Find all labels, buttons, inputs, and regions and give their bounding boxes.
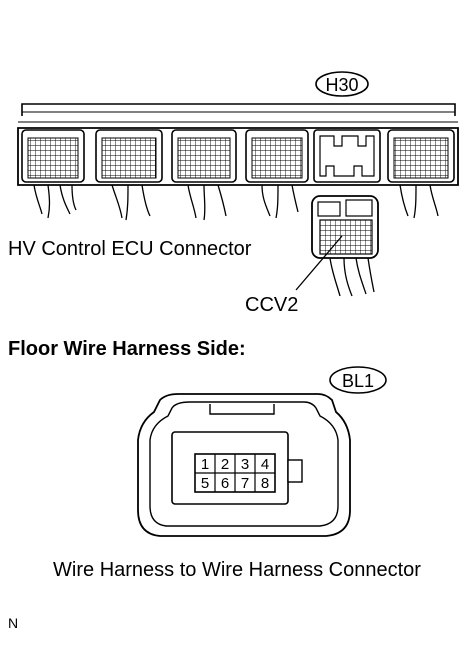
ecu-connector-3 (171, 129, 237, 183)
floor-side-heading: Floor Wire Harness Side: (8, 338, 246, 360)
bl1-pin-grid: 1 2 3 4 5 6 7 8 (194, 453, 276, 493)
ecu-connector-2 (95, 129, 163, 183)
connector-caption: Wire Harness to Wire Harness Connector (53, 559, 421, 581)
bl1-label: BL1 (342, 371, 374, 391)
ecu-housing (17, 103, 459, 186)
pin-6: 6 (221, 475, 229, 492)
bl1-badge: BL1 (329, 366, 387, 394)
ccv2-label: CCV2 (245, 294, 298, 316)
pin-8: 8 (261, 475, 269, 492)
hv-ecu-label: HV Control ECU Connector (8, 238, 252, 260)
pin-1: 1 (201, 456, 209, 473)
pin-7: 7 (241, 475, 249, 492)
pin-2: 2 (221, 456, 229, 473)
pin-5: 5 (201, 475, 209, 492)
ccv2-wires (329, 257, 375, 297)
ecu-connector-1 (21, 129, 85, 183)
pin-3: 3 (241, 456, 249, 473)
corner-mark: N (8, 615, 18, 631)
h30-badge: H30 (315, 71, 369, 97)
ecu-connector-4 (245, 129, 309, 183)
ccv2-connector (311, 195, 379, 259)
ccv2-leader-line (295, 235, 343, 291)
pin-4: 4 (261, 456, 269, 473)
ecu-wires (33, 184, 439, 221)
ecu-connector-5-empty (313, 129, 381, 183)
h30-label: H30 (325, 75, 358, 95)
ecu-connector-6 (387, 129, 455, 183)
